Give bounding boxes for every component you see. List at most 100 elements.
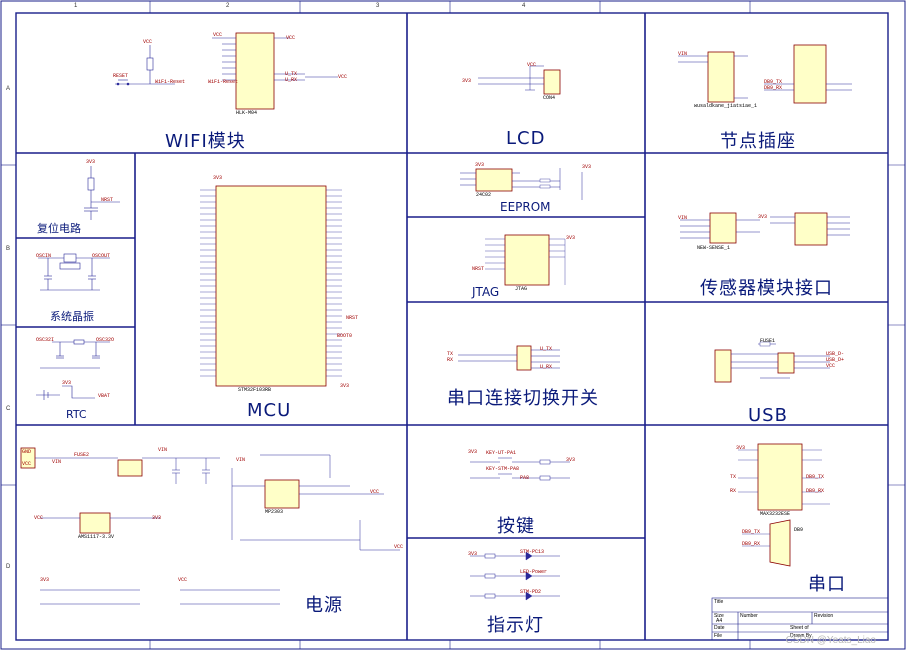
net-sensor-3v3: 3V3 <box>758 214 768 220</box>
net-vcc-wifi-3: VCC <box>286 35 296 41</box>
net-led-pc13: STM-PC13 <box>520 549 545 555</box>
net-nrst: NRST <box>101 197 114 203</box>
net-key2: KEY-STM-PA8 <box>486 466 520 472</box>
section-title-keys: 按键 <box>497 516 535 537</box>
title-block-size-value: A4 <box>716 618 723 624</box>
net-ldo-vcc: VCC <box>34 515 44 521</box>
node-header-label: wusaldkane_jiatsiae_1 <box>694 103 758 109</box>
net-vcc-wifi-4: VCC <box>338 74 348 80</box>
sensor-wires <box>680 216 850 239</box>
section-title-jtag: JTAG <box>472 285 500 299</box>
node-header-left <box>707 51 735 103</box>
title-block-file-label: File <box>714 633 723 639</box>
section-title-power: 电源 <box>305 595 343 616</box>
serial-ic-label: MAX3232ESE <box>760 511 791 517</box>
serial-ic <box>738 443 830 511</box>
net-vcc-lcd: VCC <box>527 62 537 68</box>
section-title-crystal: 系统晶振 <box>50 310 94 323</box>
net-power-vcc: VCC <box>22 461 32 467</box>
eeprom-chip-label: 24C02 <box>476 192 492 198</box>
jtag-chip-label: JTAG <box>515 286 528 292</box>
net-usb-dm: USB_D- <box>826 351 845 357</box>
wifi-module-chip <box>212 32 338 110</box>
wifi-module-label: HLK-M04 <box>236 110 258 116</box>
net-usb-dp: USB_D+ <box>826 357 845 363</box>
net-db9-tx: DB9_TX <box>742 529 761 535</box>
grid-row-a: A <box>6 86 11 92</box>
watermark: CSDN @Yeats_Liao <box>785 635 876 646</box>
net-osc32o: OSC32O <box>96 337 115 343</box>
net-db9-rx: DB9_RX <box>742 541 761 547</box>
net-reset: RESET <box>113 73 129 79</box>
grid-row-b: B <box>6 246 11 252</box>
grid-col-2: 2 <box>226 3 230 9</box>
net-wifi-reset-2: WiFi-Reset <box>208 79 239 85</box>
net-serial-tx: TX <box>730 474 737 480</box>
grid-col-4: 4 <box>522 3 526 9</box>
title-block-size-label: Size <box>714 613 724 619</box>
net-serial-3v3: 3V3 <box>736 445 746 451</box>
title-block-date-label: Date <box>714 625 725 631</box>
net-3v3-jtag: 3V3 <box>566 235 576 241</box>
net-usb-vcc: VCC <box>826 363 836 369</box>
net-oscin: OSCIN <box>36 253 52 259</box>
net-node-dcvin: VIN <box>678 51 688 57</box>
db9-label: DB9 <box>794 527 804 533</box>
section-title-leds: 指示灯 <box>487 615 544 636</box>
sensor-header-left <box>709 212 737 244</box>
power-reg-label: MP2303 <box>265 509 284 515</box>
net-jtag-nrst: NRST <box>472 266 485 272</box>
section-dividers <box>16 13 888 640</box>
net-vcc-wifi-2: VCC <box>213 32 223 38</box>
net-wifi-tx: U_TX <box>285 71 298 77</box>
eeprom-chip <box>460 168 583 200</box>
title-block <box>711 597 889 641</box>
mcu-chip <box>200 185 342 387</box>
net-decoup-vcc: VCC <box>178 577 188 583</box>
section-title-usb: USB <box>748 405 788 426</box>
section-title-wifi: WIFI模块 <box>165 131 246 152</box>
rtc-circuit <box>36 339 110 400</box>
lcd-connector-label: CON4 <box>543 95 556 101</box>
section-title-mcu: MCU <box>247 400 292 421</box>
net-3v3-rtc: 3V3 <box>62 380 72 386</box>
net-power-vin-2: VIN <box>236 457 246 463</box>
net-vcc-wifi: VCC <box>143 39 153 45</box>
net-power-dcvin: VIN <box>52 459 62 465</box>
net-wifi-rx: U_RX <box>285 77 298 83</box>
section-title-uart-switch: 串口连接切换开关 <box>447 388 599 409</box>
net-decoup-3v3: 3V3 <box>40 577 50 583</box>
net-boot0: BOOT0 <box>337 333 353 339</box>
grid-col-1: 1 <box>74 3 78 9</box>
net-oscout: OSCOUT <box>92 253 111 259</box>
reset-circuit <box>84 166 120 220</box>
net-mcu-nrst: NRST <box>346 315 359 321</box>
section-title-rtc: RTC <box>66 408 87 421</box>
power-circuit <box>20 447 400 605</box>
node-header-right <box>793 44 827 104</box>
net-osc32i: OSC32I <box>36 337 55 343</box>
net-uart-utx: U_TX <box>540 346 553 352</box>
title-block-revision-label: Revision <box>814 613 834 619</box>
net-3v3-eeprom: 3V3 <box>475 162 485 168</box>
net-3v3-mcu-top: 3V3 <box>213 175 223 181</box>
net-key1: KEY-UT-PA1 <box>486 450 517 456</box>
keys-circuit <box>470 457 570 481</box>
net-power-vcc-3: VCC <box>370 489 380 495</box>
grid-row-d: D <box>6 564 11 570</box>
net-power-vin: VIN <box>158 447 168 453</box>
net-wifi-reset: WiFi-Reset <box>155 79 186 85</box>
net-power-gnd: GND <box>22 449 32 455</box>
title-block-sheet-label: Sheet of <box>790 625 809 631</box>
net-key-3v3: 3V3 <box>468 449 478 455</box>
net-led-power: LED-Power <box>520 569 548 575</box>
db9-connector <box>742 519 791 567</box>
net-key-pa8: PA8 <box>520 475 530 481</box>
net-led-pd2: STM-PD2 <box>520 589 542 595</box>
net-uart-urx: U_RX <box>540 364 553 370</box>
net-3v3-mcu: 3V3 <box>340 383 350 389</box>
section-title-serial: 串口 <box>808 574 846 595</box>
